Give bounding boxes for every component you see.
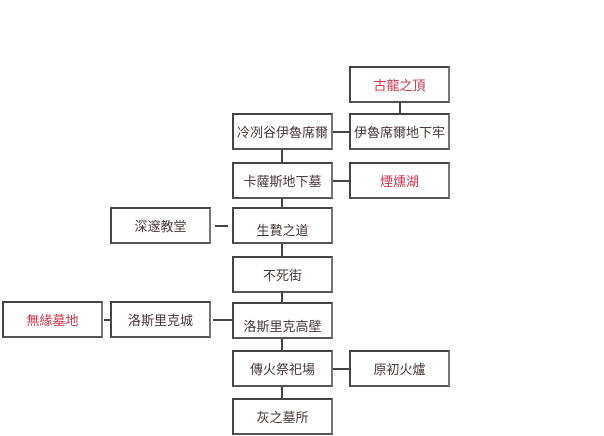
connector	[281, 292, 283, 302]
node-road-of-sacrifices: 生贄之道	[232, 207, 333, 244]
connector	[281, 387, 283, 398]
node-smouldering-lake: 煙燻湖	[349, 162, 450, 199]
node-irithyll-dungeon: 伊魯席爾地下牢	[349, 113, 450, 150]
connector	[399, 102, 401, 113]
connector	[215, 225, 228, 227]
node-kiln: 原初火爐	[349, 350, 450, 387]
connector	[281, 339, 283, 350]
node-untended-graves: 無緣墓地	[2, 301, 103, 338]
connector	[333, 368, 349, 370]
connector	[281, 150, 283, 162]
node-ancient-dragon-peak: 古龍之頂	[349, 66, 450, 103]
node-lothric-castle: 洛斯里克城	[110, 301, 211, 338]
connector	[213, 319, 232, 321]
node-catacombs-carthus: 卡薩斯地下墓	[232, 162, 333, 199]
connector	[333, 180, 349, 182]
connector	[104, 319, 110, 321]
connector	[281, 199, 283, 207]
node-firelink-shrine: 傳火祭祀場	[232, 350, 333, 387]
node-cathedral-deep: 深邃教堂	[110, 207, 211, 244]
node-irithyll-valley: 冷冽谷伊魯席爾	[232, 113, 333, 150]
connector	[333, 131, 349, 133]
node-undead-settlement: 不死街	[232, 256, 333, 293]
node-cemetery-of-ash: 灰之墓所	[232, 398, 333, 435]
connector	[281, 244, 283, 256]
node-high-wall: 洛斯里克高壁	[232, 302, 333, 339]
